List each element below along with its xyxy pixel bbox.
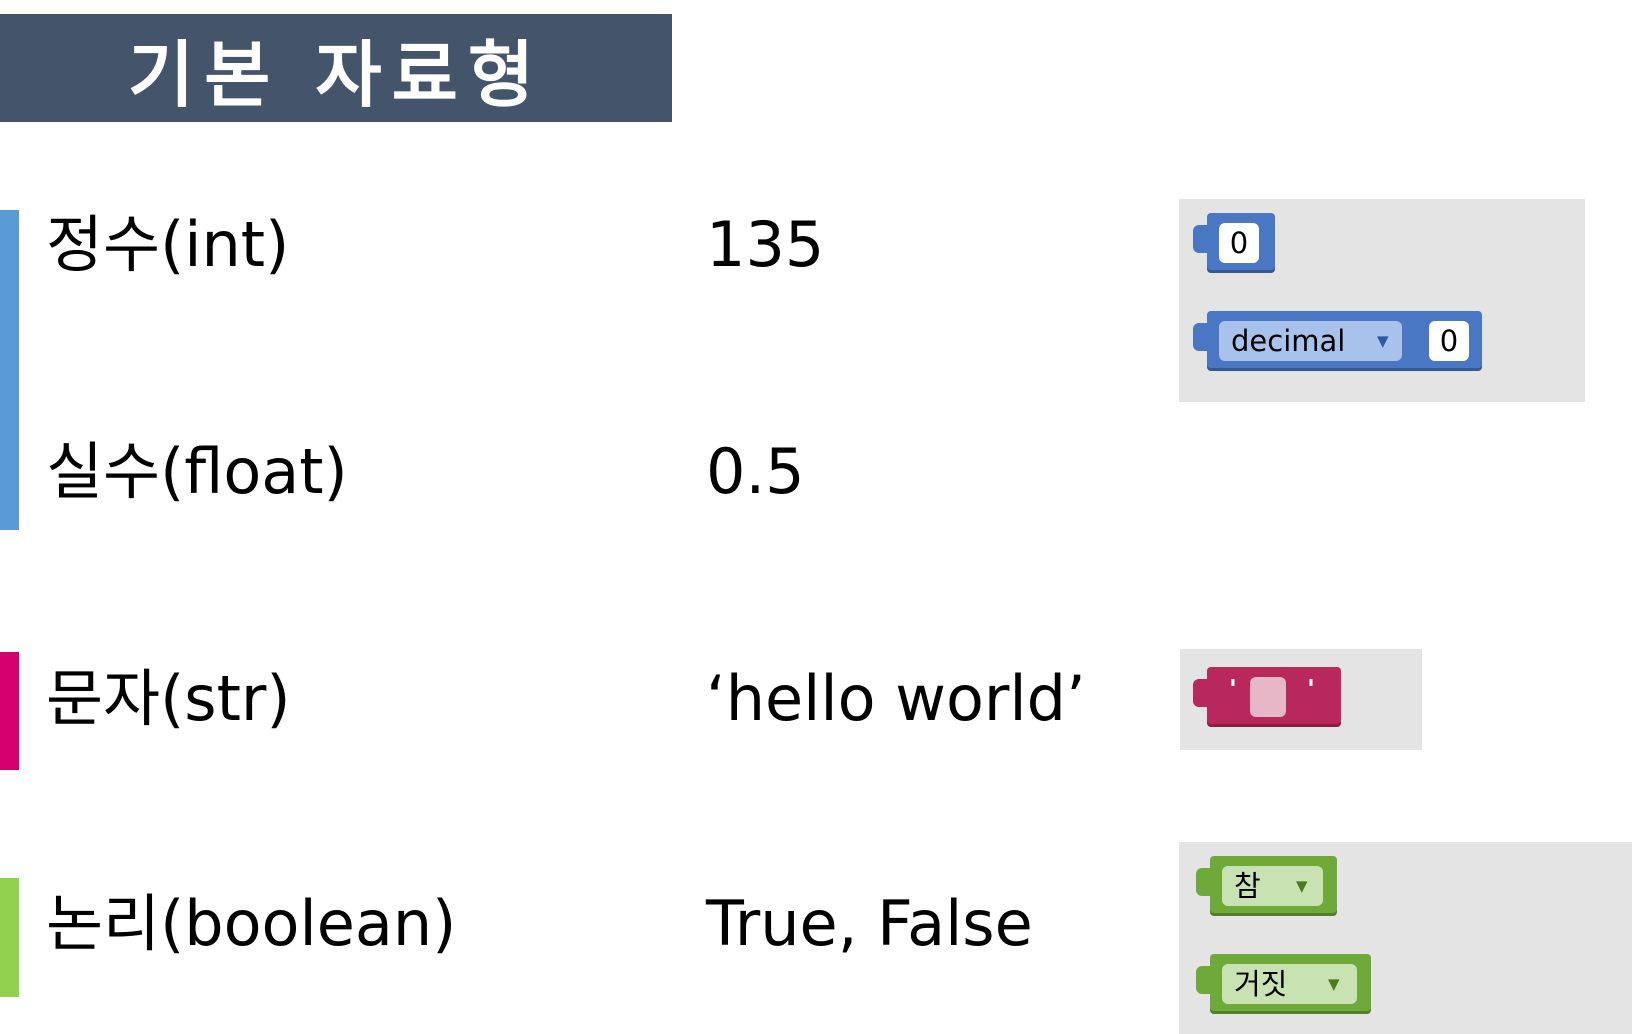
boolean-false-block[interactable]: 거짓 ▼: [1196, 954, 1371, 1014]
boolean-blocks-panel: 참 ▼ 거짓 ▼: [1179, 842, 1632, 1034]
number-value-field[interactable]: 0: [1219, 223, 1259, 263]
base-dropdown[interactable]: decimal ▼: [1219, 321, 1402, 361]
boolean-true-label: 참: [1234, 869, 1261, 903]
int-example: 135: [706, 208, 825, 281]
triangle-down-icon: ▼: [1328, 975, 1340, 993]
boolean-false-label: 거짓: [1234, 967, 1288, 1001]
str-label: 문자(str): [46, 662, 291, 735]
boolean-true-block[interactable]: 참 ▼: [1196, 856, 1337, 916]
title-banner: 기본 자료형: [0, 14, 672, 122]
base-dropdown-label: decimal: [1231, 324, 1346, 358]
open-quote: ': [1229, 675, 1237, 705]
bool-label: 논리(boolean): [46, 887, 457, 960]
base-number-value-field[interactable]: 0: [1429, 321, 1469, 361]
number-accent-bar: [0, 210, 19, 530]
base-number-block[interactable]: decimal ▼ 0: [1193, 311, 1482, 371]
boolean-accent-bar: [0, 878, 19, 997]
int-label: 정수(int): [46, 208, 290, 281]
text-blocks-panel: ' ': [1180, 649, 1422, 750]
number-blocks-panel: 0 decimal ▼ 0: [1179, 199, 1585, 402]
triangle-down-icon: ▼: [1377, 332, 1389, 350]
str-example: ‘hello world’: [706, 662, 1086, 735]
text-block[interactable]: ' ': [1193, 667, 1341, 727]
close-quote: ': [1307, 675, 1315, 705]
triangle-down-icon: ▼: [1296, 877, 1308, 895]
bool-example: True, False: [706, 887, 1033, 960]
number-block[interactable]: 0: [1193, 213, 1275, 273]
string-accent-bar: [0, 652, 19, 770]
float-label: 실수(float): [46, 435, 348, 508]
boolean-true-dropdown[interactable]: 참 ▼: [1222, 866, 1323, 906]
text-value-field[interactable]: [1250, 677, 1286, 717]
page-title: 기본 자료형: [127, 32, 545, 117]
boolean-false-dropdown[interactable]: 거짓 ▼: [1222, 964, 1357, 1004]
float-example: 0.5: [706, 435, 805, 508]
